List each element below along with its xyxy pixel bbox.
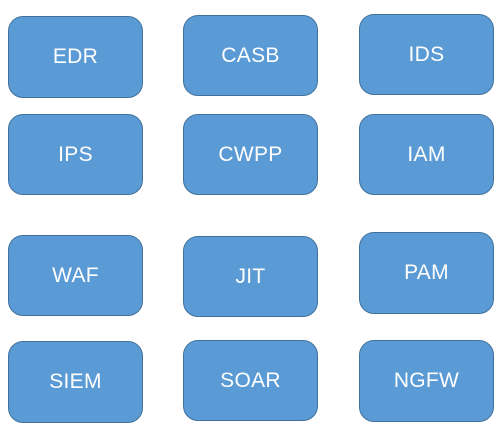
tile-ips: IPS [8, 114, 143, 195]
tile-casb: CASB [183, 15, 318, 96]
tile-siem: SIEM [8, 341, 143, 423]
tile-label: IPS [58, 142, 93, 166]
tile-ids: IDS [359, 14, 494, 95]
tile-cwpp: CWPP [183, 114, 318, 195]
tile-waf: WAF [8, 235, 143, 316]
tile-label: SIEM [49, 370, 102, 393]
tile-jit: JIT [183, 236, 318, 317]
tile-label: IAM [407, 142, 446, 166]
tile-label: PAM [404, 261, 449, 284]
tile-label: EDR [52, 45, 99, 68]
tile-label: WAF [52, 263, 99, 287]
tile-soar: SOAR [183, 340, 318, 421]
tile-ngfw: NGFW [359, 340, 494, 422]
tile-label: JIT [235, 264, 266, 288]
tile-label: SOAR [220, 368, 281, 392]
tile-iam: IAM [359, 114, 494, 195]
tile-pam: PAM [359, 232, 494, 314]
tile-label: NGFW [393, 369, 460, 392]
tile-label: CWPP [218, 142, 283, 166]
tile-label: IDS [408, 42, 445, 66]
tile-label: CASB [221, 43, 280, 67]
tile-edr: EDR [8, 16, 143, 98]
